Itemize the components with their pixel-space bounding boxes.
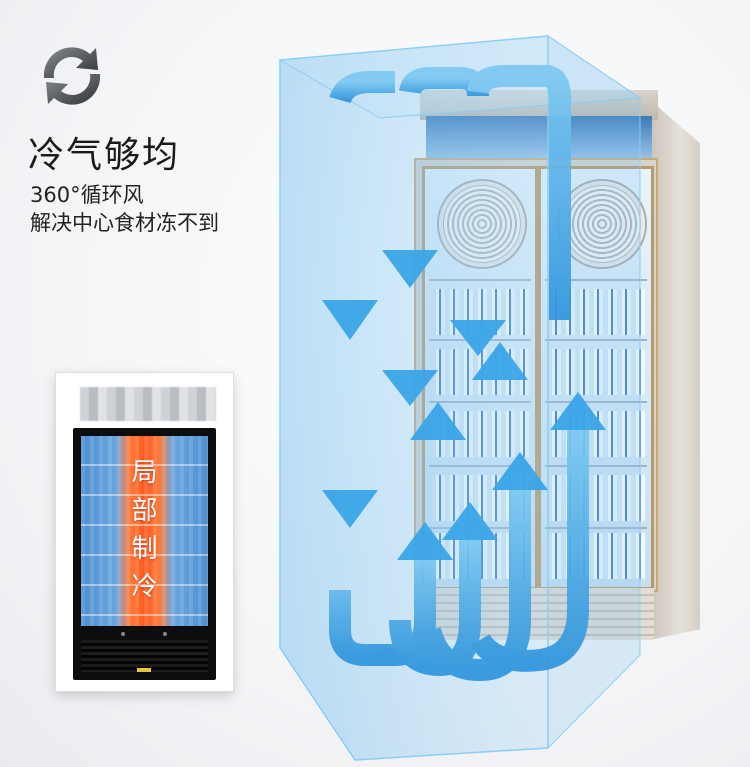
inset-screw bbox=[163, 632, 167, 636]
refresh-icon bbox=[43, 47, 101, 105]
arrowhead-down bbox=[322, 300, 378, 340]
fridge-door-right bbox=[538, 166, 654, 590]
inset-screw bbox=[121, 632, 125, 636]
bottle-row bbox=[431, 475, 529, 521]
label-char: 冷 bbox=[131, 572, 158, 602]
bottle-row bbox=[547, 533, 645, 579]
feature-headline: 冷气够均 bbox=[28, 135, 181, 176]
bottle-row bbox=[431, 411, 529, 457]
fridge-header-panel bbox=[426, 116, 652, 160]
bottle-row bbox=[431, 289, 529, 335]
fridge-base-vent bbox=[414, 588, 654, 640]
local-cooling-inset: 局 部 制 冷 bbox=[56, 373, 233, 691]
label-char: 部 bbox=[131, 496, 158, 526]
inset-indicator-light bbox=[137, 668, 151, 672]
bottle-row bbox=[431, 533, 529, 579]
double-door-fridge bbox=[400, 88, 700, 648]
bottle-row bbox=[547, 411, 645, 457]
label-char: 局 bbox=[131, 458, 158, 488]
fan-icon bbox=[439, 181, 525, 267]
bottle-row bbox=[547, 349, 645, 395]
bottle-row bbox=[431, 349, 529, 395]
bottle-row bbox=[547, 289, 645, 335]
fan-icon bbox=[559, 181, 645, 267]
fridge-side-panel bbox=[650, 100, 700, 640]
airflow-loop bbox=[329, 71, 395, 104]
bottle-row bbox=[547, 475, 645, 521]
local-cooling-label: 局 部 制 冷 bbox=[130, 454, 160, 606]
inset-fridge-cabinet: 局 部 制 冷 bbox=[73, 428, 216, 680]
arrowhead-down bbox=[322, 490, 378, 528]
label-char: 制 bbox=[131, 534, 158, 564]
fridge-door-left bbox=[422, 166, 538, 590]
feature-subline-2: 解决中心食材冻不到 bbox=[30, 211, 219, 235]
fridge-body bbox=[414, 158, 658, 592]
inset-vent-grille bbox=[81, 640, 208, 672]
feature-subline-1: 360°循环风 bbox=[30, 183, 144, 207]
inset-fridge-glass: 局 部 制 冷 bbox=[81, 436, 208, 626]
blurred-brand-header bbox=[80, 387, 216, 421]
